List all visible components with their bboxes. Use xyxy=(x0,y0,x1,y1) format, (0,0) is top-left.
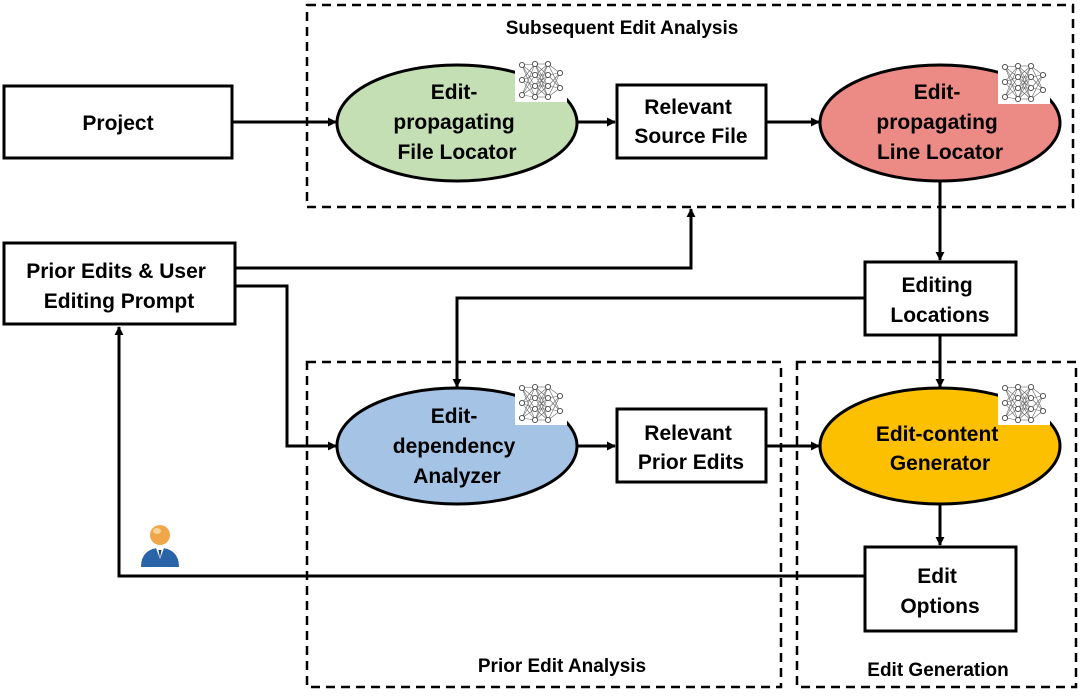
neural-network-icon xyxy=(997,380,1051,426)
group-subsequent-edit-analysis xyxy=(305,3,1075,209)
node-edit-options-line-1: Edit xyxy=(917,565,957,588)
svg-text:Editing Locations: Editing Locations xyxy=(890,274,989,327)
node-relevant-prior-edits-line-1: Relevant xyxy=(644,422,732,445)
arrow-editing-locations-to-analyzer xyxy=(452,296,865,388)
node-prior-edits-prompt-line-1: Prior Edits & User xyxy=(26,260,206,283)
svg-text:Relevant Prior Edits: Relevant Prior Edits xyxy=(638,422,744,474)
node-editing-locations-line-1: Editing xyxy=(902,274,973,297)
group-label-generation: Edit Generation xyxy=(867,660,1008,681)
node-line-locator-line-3: Line Locator xyxy=(877,141,1003,164)
group-label-prior: Prior Edit Analysis xyxy=(478,656,646,677)
svg-text:Edit- dependency A: Edit- dependency Analyzer xyxy=(393,405,521,488)
neural-network-icon xyxy=(514,380,568,426)
node-relevant-source-file: Relevant Source File xyxy=(615,83,768,160)
svg-text:Prior Edits & User Editi: Prior Edits & User Editing Prompt xyxy=(26,260,212,313)
node-file-locator-line-1: Edit- xyxy=(431,81,478,104)
svg-text:Edit Options: Edit Options xyxy=(900,565,979,618)
neural-network-icon xyxy=(514,57,568,103)
node-line-locator: Edit- propagating Line Locator xyxy=(818,59,1062,183)
svg-text:Project: Project xyxy=(82,112,153,135)
node-line-locator-line-1: Edit- xyxy=(914,81,961,104)
group-prior-edit-analysis xyxy=(305,360,783,689)
node-edit-options: Edit Options xyxy=(863,545,1018,633)
node-dependency-analyzer: Edit- dependency Analyzer xyxy=(335,380,579,506)
node-prior-edits-prompt-line-2: Editing Prompt xyxy=(44,290,195,313)
node-relevant-prior-edits-line-2: Prior Edits xyxy=(638,451,744,474)
node-dependency-analyzer-line-3: Analyzer xyxy=(413,465,501,488)
node-edit-options-line-2: Options xyxy=(900,595,979,618)
node-file-locator-line-2: propagating xyxy=(393,111,514,134)
node-content-generator: Edit-content Generator xyxy=(818,380,1062,506)
node-dependency-analyzer-line-2: dependency xyxy=(393,435,516,458)
node-editing-locations: Editing Locations xyxy=(863,260,1018,337)
node-file-locator: Edit- propagating File Locator xyxy=(335,57,579,183)
node-relevant-source-file-line-1: Relevant xyxy=(644,96,732,119)
arrow-edit-options-to-prior-edits xyxy=(114,326,865,578)
node-content-generator-line-2: Generator xyxy=(890,452,990,475)
node-dependency-analyzer-line-1: Edit- xyxy=(431,405,478,428)
arrow-prior-edits-to-analyzer xyxy=(235,284,337,451)
svg-text:Edit- propagating: Edit- propagating File Locator xyxy=(393,81,520,164)
node-line-locator-line-2: propagating xyxy=(876,111,997,134)
node-editing-locations-line-2: Locations xyxy=(890,304,989,327)
neural-network-icon xyxy=(997,59,1051,105)
arrow-prior-edits-to-subsequent-group xyxy=(235,208,696,270)
node-project: Project xyxy=(2,84,234,160)
group-edit-generation xyxy=(795,360,1078,689)
svg-text:Edit- propagating: Edit- propagating Line Locator xyxy=(876,81,1003,164)
svg-text:Edit-content Generator: Edit-content Generator xyxy=(876,423,1004,475)
user-icon xyxy=(141,525,179,567)
group-label-subsequent: Subsequent Edit Analysis xyxy=(506,18,739,39)
svg-text:Relevant Source File: Relevant Source File xyxy=(634,96,747,148)
node-content-generator-line-1: Edit-content xyxy=(876,423,998,446)
node-file-locator-line-3: File Locator xyxy=(397,141,516,164)
node-relevant-prior-edits: Relevant Prior Edits xyxy=(615,407,768,484)
node-prior-edits-prompt: Prior Edits & User Editing Prompt xyxy=(2,241,237,326)
node-project-line: Project xyxy=(82,112,153,135)
node-relevant-source-file-line-2: Source File xyxy=(634,125,747,148)
